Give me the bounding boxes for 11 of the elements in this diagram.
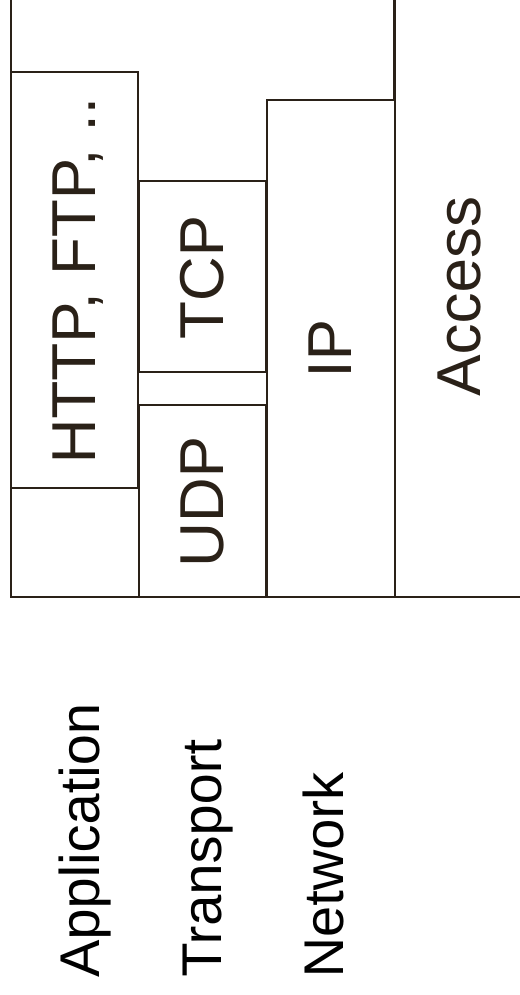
layer-box <box>394 0 520 598</box>
protocol-box <box>138 180 267 373</box>
protocol-label: TCP <box>172 214 234 338</box>
protocol-label: HTTP, FTP, .. <box>44 96 106 464</box>
layer-name: Network <box>296 772 352 977</box>
protocol-label: UDP <box>172 436 234 566</box>
protocol-box <box>10 71 139 489</box>
protocol-label: Access <box>429 196 491 396</box>
protocol-label: IP <box>300 319 362 378</box>
protocol-box <box>266 99 396 598</box>
protocol-box <box>138 404 267 598</box>
